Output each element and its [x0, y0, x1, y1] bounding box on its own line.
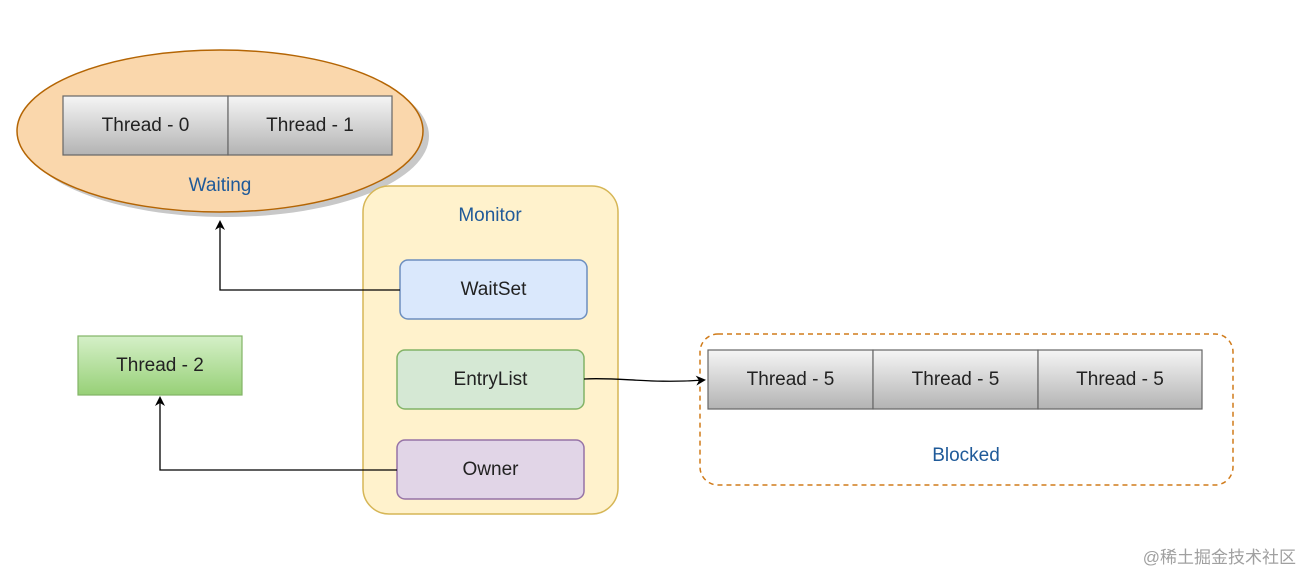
- blocked-thread-1-label: Thread - 5: [746, 368, 835, 390]
- entrylist-to-blocked-arrow: [583, 375, 706, 386]
- owner-to-thread2-arrow: [155, 396, 397, 471]
- blocked-thread-2-box: [872, 349, 1039, 410]
- entrylist-box: [396, 349, 585, 410]
- blocked-thread-3-label: Thread - 5: [1076, 368, 1164, 390]
- blocked-thread-1-box: [707, 349, 874, 410]
- waitset-to-waiting-arrow: [215, 220, 400, 291]
- thread-2-box: [77, 335, 243, 396]
- blocked-thread-2-label: Thread - 5: [911, 368, 1000, 390]
- thread-2-label: Thread - 2: [116, 354, 204, 376]
- blocked-label: Blocked: [932, 445, 1000, 466]
- owner-label: Owner: [462, 458, 519, 480]
- waiting-thread-0-box: [62, 95, 229, 156]
- waiting-thread-1-box: [227, 95, 393, 156]
- waitset-label: WaitSet: [460, 278, 527, 300]
- waiting-thread-0-label: Thread - 0: [101, 114, 190, 136]
- monitor-title: Monitor: [458, 205, 522, 226]
- blocked-thread-3-box: [1037, 349, 1203, 410]
- waiting-thread-1-label: Thread - 1: [266, 114, 354, 136]
- entrylist-label: EntryList: [453, 368, 528, 390]
- waiting-label: Waiting: [188, 175, 252, 196]
- watermark: @稀土掘金技术社区: [1142, 548, 1296, 567]
